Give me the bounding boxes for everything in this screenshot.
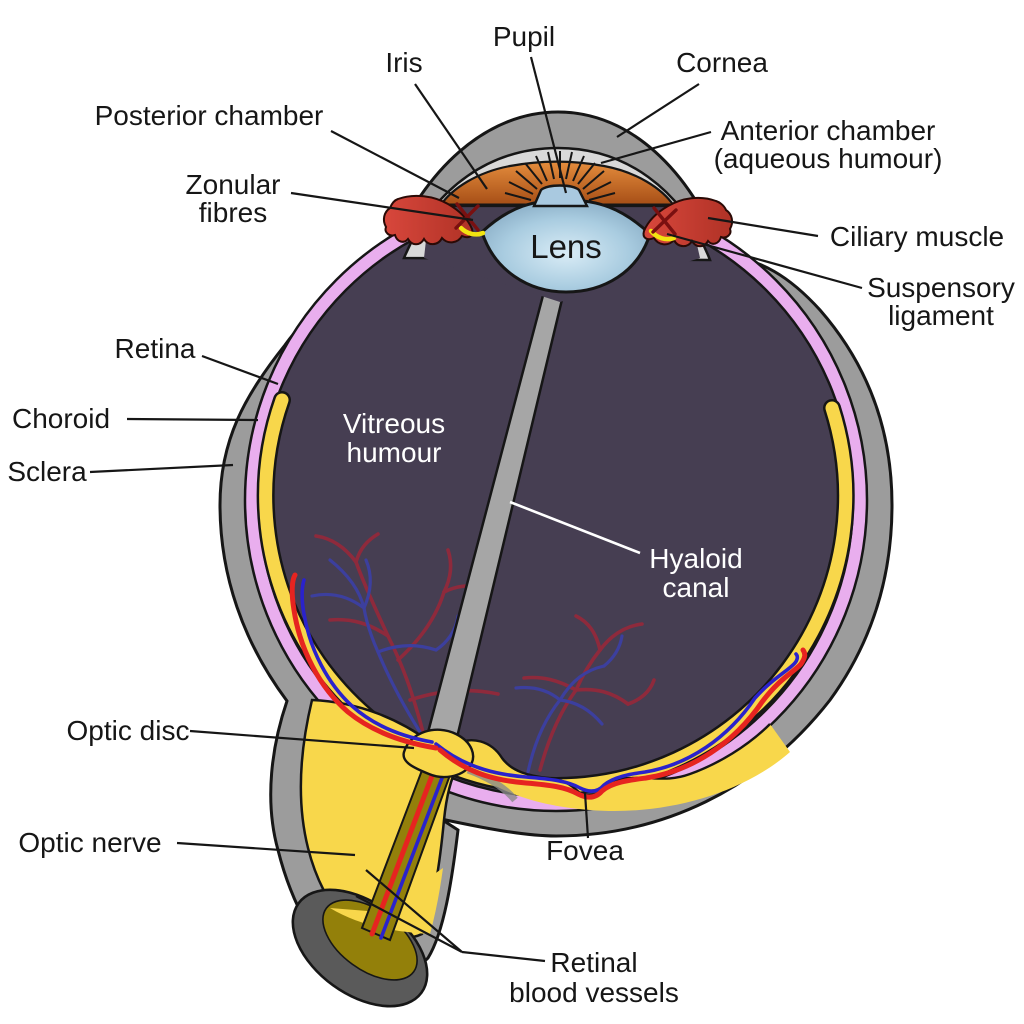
leader-optic-disc — [189, 729, 415, 750]
label-sclera: Sclera — [7, 456, 87, 487]
leader-choroid — [126, 417, 259, 422]
nerve-vessel-blue — [379, 755, 452, 940]
leader-hyaloid-canal — [509, 500, 641, 555]
label-lens: Lens — [530, 228, 602, 265]
leader-ciliary-muscle — [707, 216, 819, 238]
vitreous-vessel-tree-right — [514, 614, 656, 774]
label-posterior-chamber: Posterior chamber — [95, 100, 324, 131]
anterior-segment — [382, 146, 734, 302]
leader-anterior-chamber — [600, 130, 712, 165]
leader-lines — [89, 56, 863, 963]
label-zonular-fibres-2: fibres — [199, 197, 267, 228]
label-zonular-fibres-1: Zonular — [186, 169, 281, 200]
label-suspensory-ligament-2: ligament — [888, 300, 994, 331]
iris-ticks — [504, 151, 616, 201]
leader-posterior-chamber — [330, 130, 460, 199]
pupil-shape — [532, 184, 589, 208]
labels: Pupil Iris Cornea Posterior chamber Ante… — [7, 21, 1015, 1008]
label-choroid: Choroid — [12, 403, 110, 434]
label-retinal-vessels-1: Retinal — [550, 947, 637, 978]
label-iris: Iris — [385, 47, 422, 78]
label-anterior-chamber-2: (aqueous humour) — [714, 143, 943, 174]
label-retinal-vessels-2: blood vessels — [509, 977, 679, 1008]
leader-zonular-fibres — [290, 191, 474, 222]
leader-iris — [414, 83, 488, 190]
label-retina: Retina — [115, 333, 196, 364]
ciliary-x-right — [651, 206, 678, 236]
leader-cornea — [616, 83, 700, 138]
label-optic-nerve: Optic nerve — [18, 827, 161, 858]
label-fovea: Fovea — [546, 835, 624, 866]
label-suspensory-ligament-1: Suspensory — [867, 272, 1015, 303]
wall-vessel-red-right — [437, 647, 808, 800]
leader-retina — [201, 354, 279, 386]
label-pupil: Pupil — [493, 21, 555, 52]
leader-suspensory-ligament — [666, 232, 863, 290]
label-optic-disc: Optic disc — [67, 715, 190, 746]
label-hyaloid-canal-1: Hyaloid — [649, 543, 742, 574]
label-ciliary-muscle: Ciliary muscle — [830, 221, 1004, 252]
label-hyaloid-canal-2: canal — [663, 572, 730, 603]
ciliary-x-left — [454, 202, 480, 232]
zonular-fibre-left — [458, 225, 486, 237]
nerve-vessel-red — [369, 749, 444, 937]
leader-fovea — [583, 792, 590, 839]
iris-shape — [437, 160, 677, 208]
leader-retinal-vessels — [355, 869, 546, 963]
leader-optic-nerve — [176, 841, 356, 857]
retinal-wall-vessels — [289, 572, 808, 800]
leader-sclera — [89, 463, 234, 474]
label-vitreous-humour-1: Vitreous — [343, 408, 445, 439]
wall-vessel-blue-right — [434, 652, 800, 793]
wall-vessel-blue-left — [300, 578, 434, 744]
label-anterior-chamber-1: Anterior chamber — [721, 115, 936, 146]
label-vitreous-humour-2: humour — [347, 437, 442, 468]
eyeball — [218, 110, 894, 1008]
leader-pupil — [529, 56, 568, 194]
ciliary-muscle-left — [382, 194, 474, 246]
label-cornea: Cornea — [676, 47, 768, 78]
wall-vessel-red-left — [289, 572, 439, 751]
